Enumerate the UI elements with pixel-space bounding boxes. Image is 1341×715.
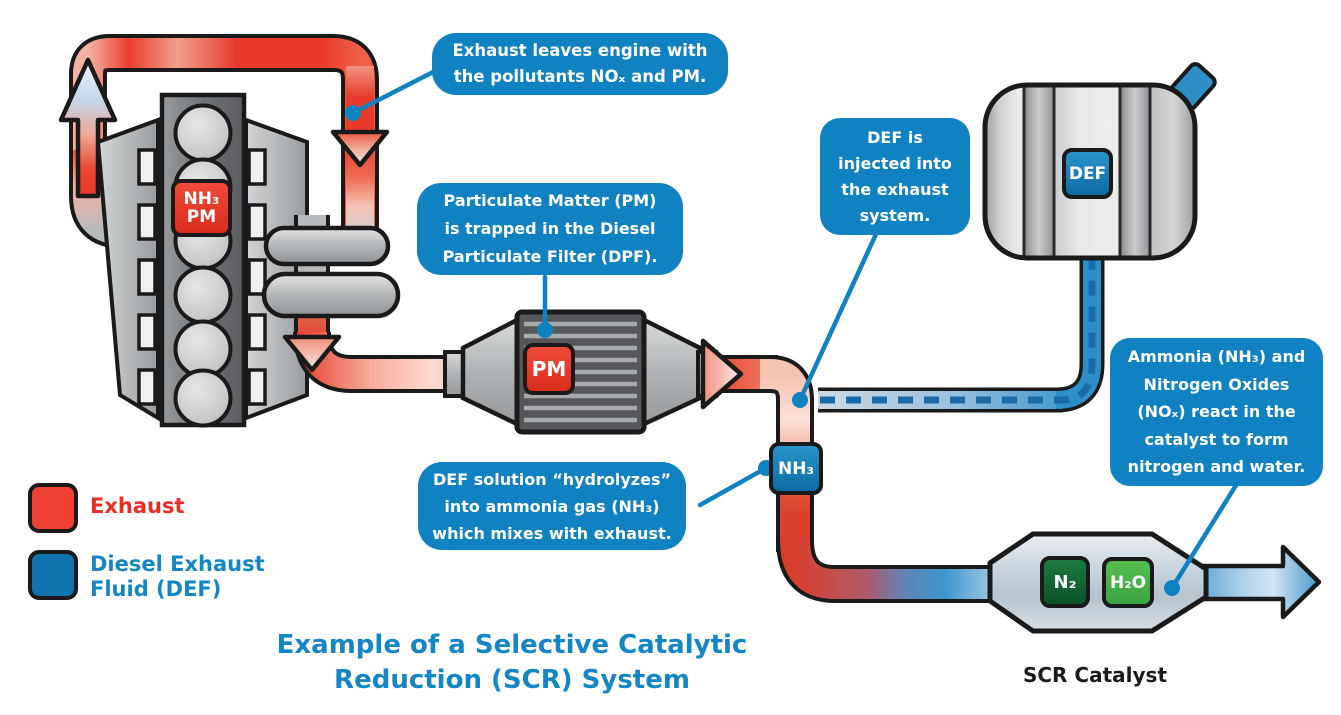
down-arrow-top <box>330 129 390 168</box>
callout-line: is trapped in the Diesel <box>444 219 656 238</box>
engine-pollutants-label: NH₃ PM <box>171 179 232 237</box>
callout-def-injected: DEF is injected into the exhaust system. <box>820 118 970 235</box>
down-arrow-engine-out <box>282 334 342 373</box>
pollutant-pm: PM <box>186 207 217 227</box>
callout-def-hydrolyzes: DEF solution “hydrolyzes” into ammonia g… <box>418 462 686 550</box>
callout-line: Particulate Filter (DPF). <box>442 247 658 266</box>
callout-pm-trapped: Particulate Matter (PM) is trapped in th… <box>417 183 683 275</box>
nitrogen-label: N₂ <box>1040 556 1090 608</box>
callout-line: catalyst to form <box>1144 429 1289 449</box>
tank-strap <box>1118 85 1152 258</box>
dpf-assembly <box>443 309 718 435</box>
callout-line: the exhaust <box>841 179 949 199</box>
def-tank-label: DEF <box>1062 148 1113 199</box>
engine-vents <box>137 148 267 406</box>
callout-line: Particulate Matter (PM) <box>443 191 657 210</box>
legend-exhaust-label: Exhaust <box>90 494 185 518</box>
callout-line: nitrogen and water. <box>1127 457 1306 477</box>
callout-line: into ammonia gas (NH₃) <box>444 496 660 516</box>
callout-line: Exhaust leaves engine with <box>452 41 708 60</box>
legend-exhaust-swatch <box>28 483 78 533</box>
ammonia-injection-label: NH₃ <box>769 442 823 495</box>
arrow-after-dpf <box>700 338 744 410</box>
callout-line: DEF solution “hydrolyzes” <box>433 469 671 489</box>
callout-line: the pollutants NOₓ and PM. <box>453 67 707 86</box>
dpf-pm-label: PM <box>523 343 575 395</box>
manifold-coil-2 <box>261 271 401 319</box>
water-label: H₂O <box>1102 557 1154 608</box>
callout-line: system. <box>859 205 931 225</box>
dpf-inlet-cone <box>460 316 520 428</box>
callout-line: Nitrogen Oxides <box>1143 374 1290 394</box>
pollutant-nh3: NH₃ <box>183 189 220 209</box>
dpf-inlet-flange <box>443 350 465 398</box>
callout-line: Ammonia (NH₃) and <box>1127 347 1306 367</box>
def-injection-line <box>818 254 1105 413</box>
exhaust-manifold <box>261 215 466 393</box>
callout-line: DEF is <box>867 127 923 147</box>
manifold-coil-1 <box>263 225 391 267</box>
dpf-outlet-cone <box>641 316 703 428</box>
scr-outlet-arrow <box>1200 544 1322 620</box>
callout-line: which mixes with exhaust. <box>432 523 672 543</box>
legend-def-label: Diesel Exhaust Fluid (DEF) <box>90 552 265 601</box>
callout-exhaust-leaves-engine: Exhaust leaves engine with the pollutant… <box>432 33 728 95</box>
tank-strap <box>1022 85 1056 258</box>
callout-ammonia-reacts: Ammonia (NH₃) and Nitrogen Oxides (NOₓ) … <box>1110 338 1323 486</box>
callout-line: injected into <box>838 153 952 173</box>
diagram-title: Example of a Selective Catalytic Reducti… <box>276 630 748 695</box>
callout-line: (NOₓ) react in the <box>1137 402 1296 422</box>
callout-pointer-lines <box>350 67 1246 591</box>
engine <box>95 92 309 428</box>
legend-def-swatch <box>28 550 78 600</box>
scr-catalyst-label: SCR Catalyst <box>1022 663 1168 687</box>
